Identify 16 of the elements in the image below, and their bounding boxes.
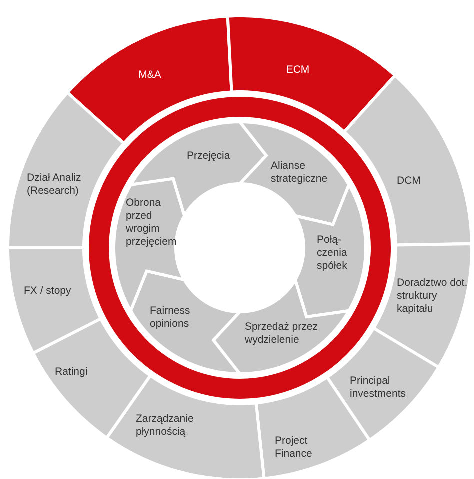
- segment-label: Obrona przed wrogim przejęciem: [126, 197, 178, 249]
- segment-label: ECM: [285, 64, 311, 77]
- segment-label: Project Finance: [275, 435, 314, 461]
- segment-label: Fairness opinions: [150, 305, 192, 331]
- segment-label: Sprzedaż przez wydzielenie: [245, 321, 319, 347]
- segment-label: Principal investments: [350, 375, 408, 401]
- segment-label: DCM: [397, 175, 421, 188]
- segment-label: Alianse strategiczne: [271, 160, 329, 186]
- segment-label: Zarządzanie płynnością: [136, 413, 195, 439]
- segment-label: M&A: [138, 69, 162, 82]
- segment-label: Ratingi: [55, 366, 88, 379]
- segment-label: Przejęcia: [187, 150, 230, 163]
- segment-label: Doradztwo dot. struktury kapitału: [397, 277, 468, 316]
- segment-label: Połą- czenia spółek: [317, 234, 348, 273]
- segment-label: FX / stopy: [24, 285, 72, 298]
- segment-label: Dział Analiz (Research): [27, 172, 82, 198]
